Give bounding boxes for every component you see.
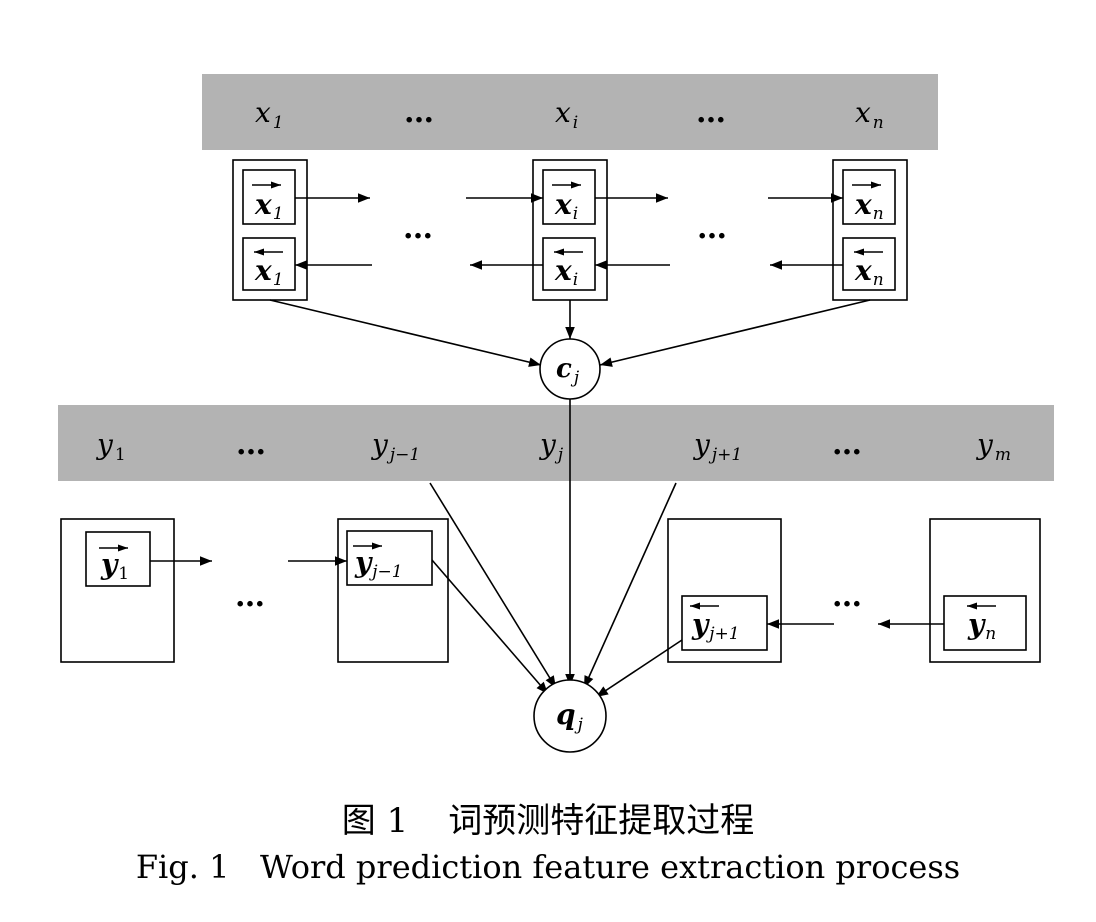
decoder-forward-yj-1: yj−1 (353, 542, 403, 582)
svg-text:y1: y1 (100, 548, 129, 584)
decoder-cell-1 (60, 518, 175, 663)
decoder-cell-j+1 (667, 518, 782, 663)
output-sequence-band (58, 405, 1054, 481)
decoder-backward-yj+1: yj+1 (690, 602, 740, 644)
input-ellipsis-left: … (404, 95, 436, 130)
decoder-backward-yn: yn (967, 602, 996, 644)
caption-zh-figure: 图 1 (341, 801, 409, 841)
encoder-to-context-arrows (269, 299, 871, 367)
encoder-ellipsis-right: … (697, 211, 729, 246)
encoder-backward-xn: xn (854, 248, 884, 290)
caption-en-figure: Fig. 1 (135, 848, 230, 886)
svg-text:yn: yn (967, 608, 996, 644)
encoder-forward-x1: x1 (252, 181, 284, 224)
decoder-recurrent-arrows (150, 556, 944, 629)
output-ellipsis-right: … (832, 427, 864, 462)
encoder-forward-xi: xi (552, 181, 581, 224)
encoder-ellipsis-left: … (403, 211, 435, 246)
caption-en-title: Word prediction feature extraction proce… (259, 848, 961, 886)
input-sequence-band (202, 74, 938, 150)
svg-text:xn: xn (854, 188, 884, 224)
decoder-ellipsis-left: … (235, 579, 267, 614)
inputs-to-output-arrows (429, 482, 683, 698)
encoder-recurrent-arrows (295, 193, 843, 270)
decoder-cell-j-1 (337, 518, 449, 663)
svg-text:x1: x1 (254, 254, 284, 290)
encoder-backward-xi: xi (554, 248, 583, 290)
svg-text:yj+1: yj+1 (691, 608, 740, 644)
input-ellipsis-right: … (696, 95, 728, 130)
svg-text:xi: xi (554, 254, 578, 290)
svg-text:xi: xi (554, 188, 578, 224)
decoder-cell-n (929, 518, 1041, 663)
encoder-forward-xn: xn (852, 181, 884, 224)
decoder-ellipsis-right: … (832, 579, 864, 614)
decoder-forward-y1: y1 (99, 544, 129, 584)
caption-zh: 图 1 词预测特征提取过程 (0, 793, 1096, 842)
svg-text:x1: x1 (254, 188, 284, 224)
output-ellipsis-left: … (236, 427, 268, 462)
output-node (533, 679, 607, 753)
caption-en: Fig. 1 Word prediction feature extractio… (0, 848, 1096, 886)
encoder-backward-x1: x1 (254, 248, 284, 290)
caption-zh-title: 词预测特征提取过程 (448, 801, 755, 841)
svg-text:xn: xn (854, 254, 884, 290)
svg-text:yj−1: yj−1 (354, 546, 403, 582)
